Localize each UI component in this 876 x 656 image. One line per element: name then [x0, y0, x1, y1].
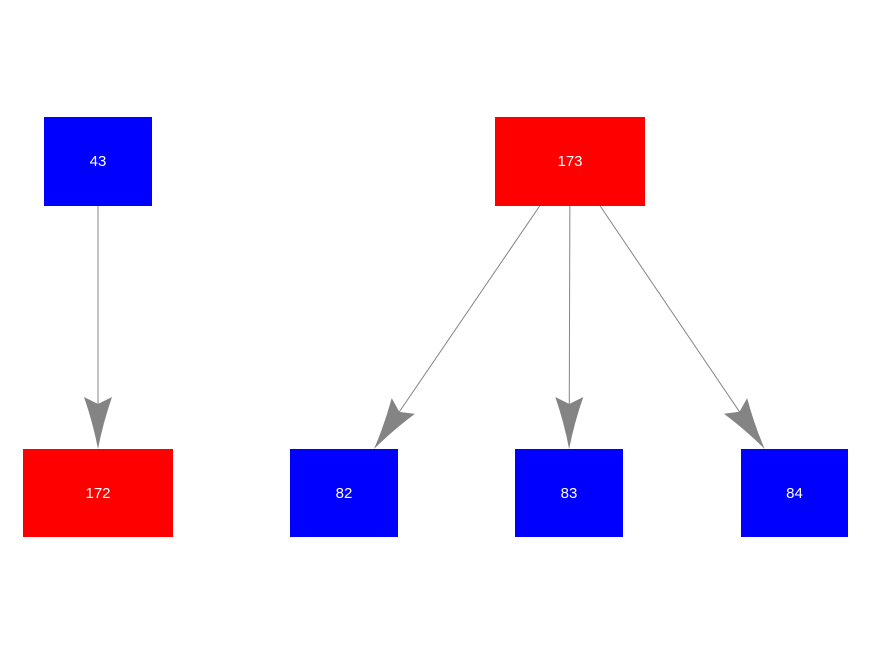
node-label: 84 — [786, 484, 803, 502]
node-label: 82 — [335, 484, 353, 502]
node-label: 83 — [560, 484, 578, 502]
edge-line-173-82 — [398, 205, 541, 413]
node-172: 172 — [23, 449, 173, 537]
node-173: 173 — [495, 117, 645, 206]
edge-arrowhead-icon — [555, 396, 584, 449]
edge-line-173-84 — [599, 205, 741, 413]
edge-line-173-83 — [568, 205, 571, 406]
node-82: 82 — [290, 449, 398, 537]
node-label: 43 — [89, 153, 107, 170]
node-label: 172 — [85, 484, 111, 502]
node-83: 83 — [515, 449, 623, 537]
node-84: 84 — [741, 449, 848, 537]
edge-arrowhead-icon — [84, 397, 112, 449]
node-43: 43 — [44, 117, 152, 206]
node-label: 173 — [557, 153, 583, 170]
